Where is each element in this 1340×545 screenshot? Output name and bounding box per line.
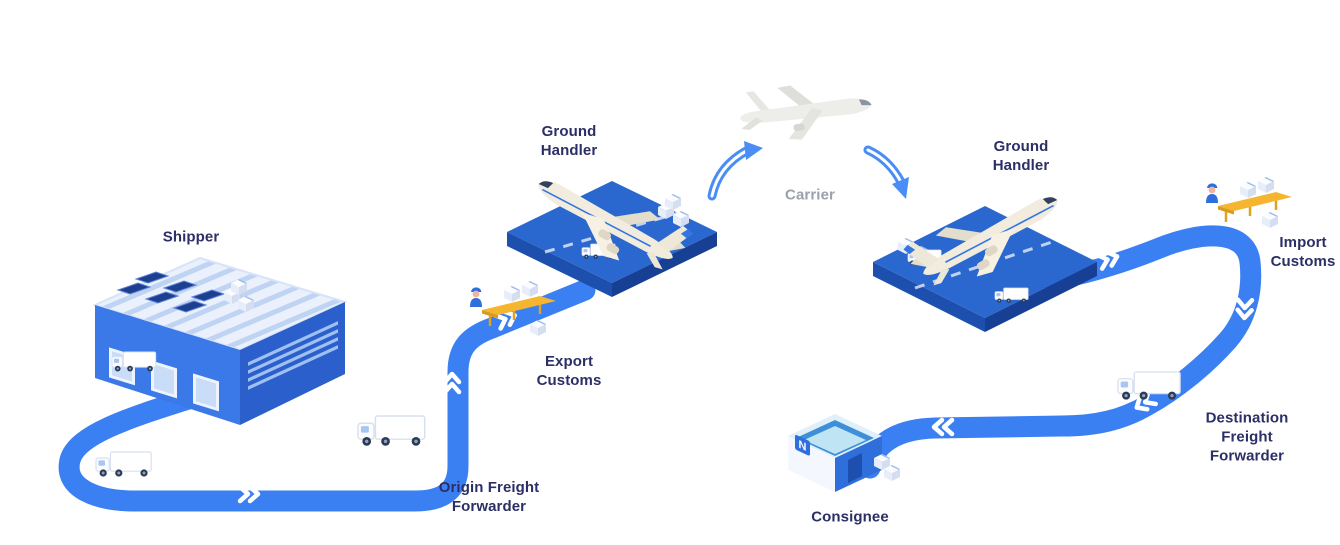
origin-semi-truck-icon xyxy=(357,415,426,447)
transfer-arrow-right-icon xyxy=(863,145,909,199)
transfer-arrow-left-icon xyxy=(707,141,763,201)
origin-freight-forwarder-label: Origin Freight Forwarder xyxy=(438,478,540,515)
ground-handler-origin-label: Ground Handler xyxy=(540,122,598,159)
import-customs-label: Import Customs xyxy=(1270,233,1336,270)
shipper-label: Shipper xyxy=(162,228,220,246)
consignee-label: Consignee xyxy=(811,508,889,526)
road-destination-path xyxy=(859,225,1262,479)
import-customs-conveyor-icon xyxy=(1206,177,1292,222)
road-origin-path xyxy=(58,279,596,512)
ground-handler-destination-label: Ground Handler xyxy=(992,137,1050,174)
export-customs-label: Export Customs xyxy=(536,352,602,389)
consignee-sign: N xyxy=(795,434,810,456)
import-customs-box-icon xyxy=(1262,212,1278,228)
warehouse-vents xyxy=(248,321,338,390)
origin-truck-icon xyxy=(95,451,152,478)
destination-freight-forwarder-label: Destination Freight Forwarder xyxy=(1205,409,1289,465)
export-customs-conveyor-icon xyxy=(470,281,556,326)
consignee-building-icon: N xyxy=(788,414,900,492)
warehouse-illustration xyxy=(92,256,348,425)
carrier-label: Carrier xyxy=(785,186,835,204)
origin-apron xyxy=(507,181,717,297)
consignee-sign-letter: N xyxy=(799,439,807,454)
carrier-plane-icon xyxy=(740,85,872,140)
